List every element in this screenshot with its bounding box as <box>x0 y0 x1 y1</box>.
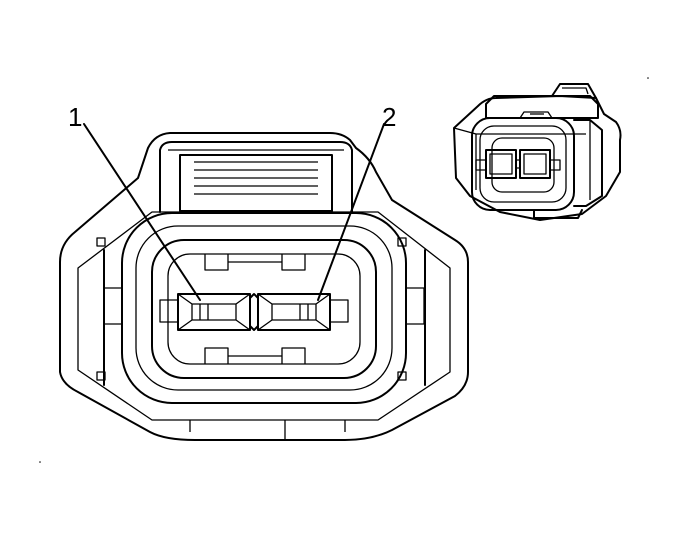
connector-face-view <box>59 132 469 441</box>
pin-1-label: 1 <box>68 102 82 132</box>
terminal-cavity <box>151 239 377 379</box>
leader-line-pin-2 <box>317 123 385 301</box>
left-ear <box>103 287 123 325</box>
right-ear <box>405 287 425 325</box>
connector-isometric-view <box>453 83 622 221</box>
leader-line-pin-1 <box>83 123 201 301</box>
latch-slot <box>179 154 333 212</box>
pin-2-label: 2 <box>382 102 396 132</box>
connector-outer-body <box>59 132 469 441</box>
latch-housing <box>159 141 353 213</box>
